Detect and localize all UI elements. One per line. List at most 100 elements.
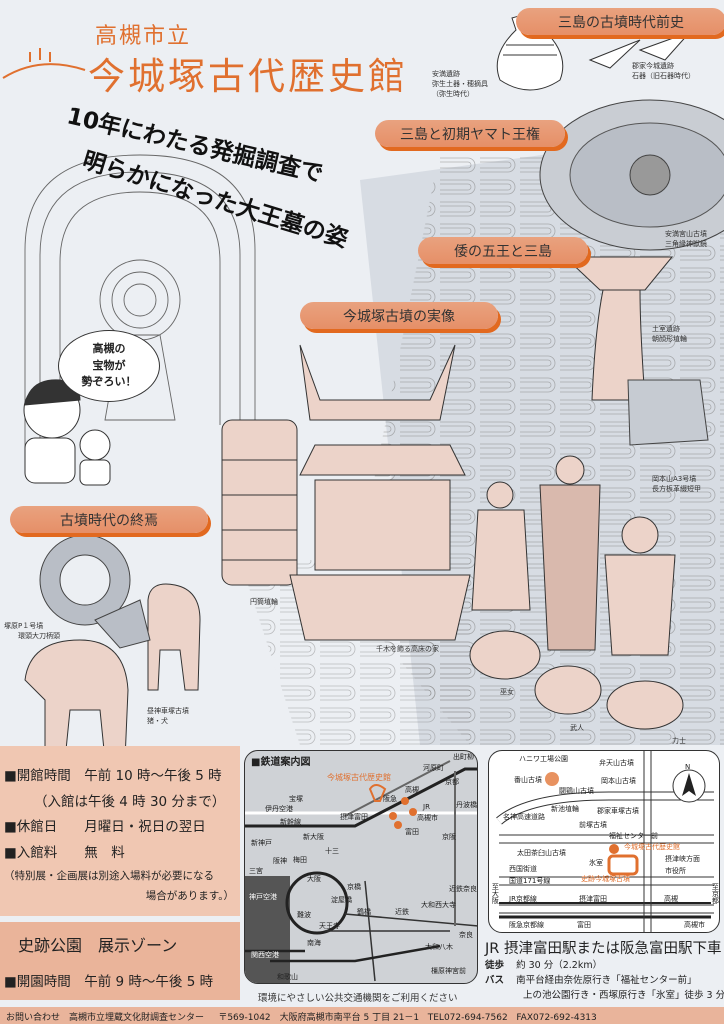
map-label: 太田茶臼山古墳: [517, 849, 566, 857]
map-label: 新池埴輪: [551, 805, 579, 813]
access-details: 徒歩 約 30 分（2.2km） バス 南平台経由奈佐原行き「福祉センター前」 …: [485, 958, 724, 1004]
map-label: 市役所: [665, 867, 686, 875]
fee-note-2: 場合があります。）: [145, 889, 234, 902]
asagao-haniwa-icon: [563, 256, 674, 401]
rail-map-caption: 環境にやさしい公共交通機関をご利用ください: [258, 993, 458, 1004]
bus-label: バス: [485, 975, 505, 987]
footer-contact-label: お問い合わせ 高槻市立埋蔵文化財調査センター: [6, 1013, 205, 1023]
rail-map: ■鉄道案内図 今城塚古代歴史館 高槻 摂津富田 高槻市 富田 新大阪 十三 梅田…: [244, 750, 478, 984]
station-label: 鶴橋: [357, 908, 371, 916]
station-label: 新神戸: [251, 839, 272, 847]
map-label: 至大阪: [491, 883, 500, 904]
line-label: 近鉄: [395, 908, 409, 916]
bubble-line: 宝物が: [92, 358, 126, 372]
animal-haniwa-icon: [24, 583, 201, 761]
map-label: JR京都線: [509, 895, 537, 903]
station-label: 高槻: [405, 786, 419, 794]
mirror-icon: [539, 99, 724, 251]
access-title: JR 摂津富田駅または阪急富田駅下車: [485, 941, 722, 957]
caption-gunge: 郡家今城遺跡石器（旧石器時代）: [632, 62, 695, 80]
rail-lines-icon: [245, 760, 477, 983]
map-label: 史跡今城塚古墳: [581, 875, 630, 883]
station-label: 新大阪: [303, 833, 324, 841]
map-label: 至京都: [711, 883, 720, 904]
caption-rikishi: 力士: [672, 737, 686, 745]
walk-time: 約 30 分（2.2km）: [516, 960, 603, 971]
caption-miko: 巫女: [500, 688, 514, 696]
station-label: 関西空港: [251, 951, 279, 959]
station-label: 梅田: [293, 856, 307, 864]
station-label: 出町柳: [453, 753, 474, 761]
haniwa-figures-icon: [469, 455, 684, 730]
local-roads-icon: [496, 751, 714, 932]
map-label: 弁天山古墳: [599, 759, 634, 767]
mascot-icon: [23, 379, 111, 486]
opening-hours: ■開館時間 午前 10 時～午後 5 時: [4, 768, 222, 784]
station-label: 宝塚: [289, 795, 303, 803]
admission-fee: ■入館料 無 料: [4, 844, 125, 861]
station-label: 大和八木: [425, 943, 453, 951]
station-label: 富田: [405, 828, 419, 836]
map-label: 前塚古墳: [579, 821, 607, 829]
map-label: 高槻: [664, 895, 678, 903]
map-label: 国道171号線: [509, 877, 551, 885]
caption-mirror: 安満宮山古墳三角縁神獣鏡: [665, 230, 707, 248]
caption-asagao: 土室遺跡朝顔形埴輪: [652, 325, 687, 343]
fee-note: （特別展・企画展は別途入場料が必要になる: [4, 869, 214, 882]
footer-tel: TEL072-694-7562: [427, 1013, 508, 1023]
line-label: 阪急: [383, 795, 397, 803]
map-label: 摂津峡方面: [665, 855, 700, 863]
section-pill-imashirozuka: 今城塚古墳の実像: [300, 302, 498, 329]
station-label: 淀屋橋: [331, 896, 352, 904]
cylinder-haniwa-icon: [221, 419, 298, 586]
map-label: 摂津富田: [579, 895, 607, 903]
bubble-line: 勢ぞろい！: [81, 375, 137, 388]
caption-pommel: 塚原P１号墳環頭大刀柄頭: [4, 622, 60, 640]
station-label: 和歌山: [277, 973, 298, 981]
line-label: 南海: [307, 939, 321, 947]
house-haniwa-icon: [289, 344, 471, 641]
station-label: 天王寺: [319, 922, 340, 930]
map-label: 郡家車塚古墳: [597, 807, 639, 815]
footer-address: 〒569-1042 大阪府高槻市南平台 5 丁目 21－1: [218, 1013, 420, 1023]
armor-icon: [627, 379, 709, 446]
station-label: 三宮: [249, 867, 263, 875]
section-pill-five-kings: 倭の五王と三島: [418, 237, 588, 264]
station-label: 十三: [325, 847, 339, 855]
station-label: 橿原神宮前: [431, 967, 466, 975]
footer-contact: お問い合わせ 高槻市立埋蔵文化財調査センター 〒569-1042 大阪府高槻市南…: [0, 1007, 724, 1024]
rail-map-museum: 今城塚古代歴史館: [327, 773, 391, 782]
logo-swoosh-icon: [2, 48, 86, 79]
station-label: 近鉄奈良: [449, 885, 477, 893]
line-label: 新幹線: [280, 818, 301, 826]
station-label: 神戸空港: [249, 893, 277, 901]
hours-panel: ■開館時間 午前 10 時～午後 5 時 （入館は午後 4 時 30 分まで） …: [0, 746, 240, 916]
station-label: 奈良: [459, 931, 473, 939]
station-label: 摂津富田: [340, 813, 368, 821]
map-label: 闘鶏山古墳: [559, 787, 594, 795]
section-pill-prehistory: 三島の古墳時代前史: [516, 8, 724, 35]
map-label: 今城塚古代歴史館: [624, 843, 680, 851]
station-label: 河原町: [423, 764, 444, 772]
station-label: 丹波橋: [456, 801, 477, 809]
footer-fax: FAX072-692-4313: [516, 1013, 597, 1023]
park-hours: ■開園時間 午前 9 時～午後 5 時: [4, 974, 214, 990]
walk-label: 徒歩: [485, 960, 505, 971]
caption-animals: 昼神車塚古墳猪・犬: [147, 707, 189, 725]
station-label: 京橋: [347, 883, 361, 891]
museum-title: 今城塚古代歴史館: [88, 55, 408, 98]
bus-route-2: 上の池公園行き・西塚原行き「氷室」徒歩 3 分: [523, 990, 724, 1002]
entry-deadline: （入館は午後 4 時 30 分まで）: [34, 793, 226, 810]
park-panel: 史跡公園 展示ゾーン ■開園時間 午前 9 時～午後 5 時: [0, 922, 240, 1000]
section-pill-yamato: 三島と初期ヤマト王権: [375, 120, 565, 147]
station-label: 伊丹空港: [265, 805, 293, 813]
map-label: 名神高速道路: [503, 813, 545, 821]
speech-bubble: 高槻の 宝物が 勢ぞろい！: [58, 330, 160, 402]
map-label: 阪急京都線: [509, 921, 544, 929]
station-label: 大和西大寺: [421, 901, 456, 909]
bus-route-1: 南平台経由奈佐原行き「福祉センター前」: [516, 975, 697, 987]
caption-armor: 岡本山A3号墳長方板革綴短甲: [652, 475, 701, 493]
map-label: 氷室: [589, 859, 603, 867]
station-label: 大阪: [307, 875, 321, 883]
